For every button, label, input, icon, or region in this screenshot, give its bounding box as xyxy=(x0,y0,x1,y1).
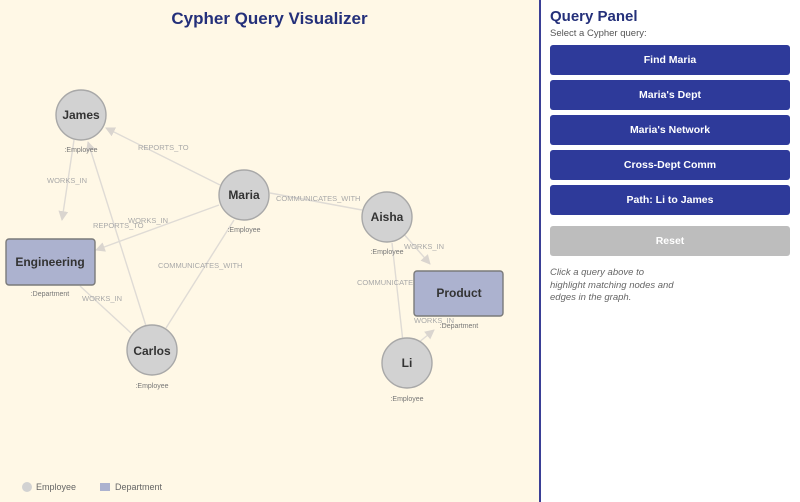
query-button-marias-dept[interactable]: Maria's Dept xyxy=(550,80,790,110)
legend-item-employee: Employee xyxy=(22,482,76,492)
node-label: Maria xyxy=(228,188,260,202)
panel-divider xyxy=(539,0,541,502)
edge-carlos-reports-to-james[interactable] xyxy=(85,141,147,327)
node-label: Aisha xyxy=(371,210,404,224)
edge-li-works-in-product[interactable] xyxy=(417,329,435,344)
edge-label: REPORTS_TO xyxy=(93,221,144,230)
node-label: Carlos xyxy=(133,344,171,358)
reset-button[interactable]: Reset xyxy=(550,226,790,256)
department-square-icon xyxy=(100,483,110,491)
node-type-label: :Employee xyxy=(390,396,423,403)
help-text: Click a query above to highlight matchin… xyxy=(550,267,674,303)
node-label: Li xyxy=(402,356,413,370)
edge-label: WORKS_IN xyxy=(82,294,122,303)
employee-circle-icon xyxy=(22,482,32,492)
node-label: Product xyxy=(436,286,481,300)
legend-label: Employee xyxy=(36,482,77,492)
node-type-label: :Department xyxy=(440,323,479,330)
edge-carlos-works-in-engineering[interactable] xyxy=(79,285,132,334)
edge-label: REPORTS_TO xyxy=(138,143,189,152)
edge-carlos-communicates-with-maria xyxy=(165,219,235,329)
edge-label: WORKS_IN xyxy=(47,176,87,185)
node-type-label: :Department xyxy=(31,291,70,298)
node-carlos[interactable]: Carlos :Employee xyxy=(126,324,178,390)
page-title: Cypher Query Visualizer xyxy=(171,9,368,28)
node-label: Engineering xyxy=(15,255,84,269)
edge-maria-works-in-engineering[interactable] xyxy=(95,204,220,252)
query-panel: Query Panel Select a Cypher query: Find … xyxy=(550,0,790,502)
node-aisha[interactable]: Aisha :Employee xyxy=(361,191,413,256)
edge-james-works-in-engineering[interactable] xyxy=(58,139,75,221)
legend-item-department: Department xyxy=(100,482,162,492)
query-button-find-maria[interactable]: Find Maria xyxy=(550,45,790,75)
node-type-label: :Employee xyxy=(227,227,260,234)
node-james[interactable]: James :Employee xyxy=(55,89,107,154)
edge-maria-reports-to-james[interactable] xyxy=(105,127,221,186)
edge-li-communicates-with-aisha xyxy=(391,242,404,343)
edge-label: WORKS_IN xyxy=(414,316,454,325)
panel-title: Query Panel xyxy=(550,8,638,25)
edge-label: WORKS_IN xyxy=(404,242,444,251)
node-product[interactable]: Product :Department xyxy=(413,270,504,330)
panel-subtitle: Select a Cypher query: xyxy=(550,28,647,39)
legend-label: Department xyxy=(115,482,163,492)
node-label: James xyxy=(62,108,100,122)
node-maria[interactable]: Maria :Employee xyxy=(218,169,270,234)
node-type-label: :Employee xyxy=(64,147,97,154)
edge-maria-communicates-with-aisha xyxy=(269,192,363,211)
query-button-path-li-to-james[interactable]: Path: Li to James xyxy=(550,185,790,215)
graph-svg[interactable]: REPORTS_TO WORKS_IN WORKS_IN REPORTS_TO … xyxy=(0,0,539,502)
graph-canvas[interactable]: Cypher Query Visualizer REPORTS_TO WORKS… xyxy=(0,0,539,502)
query-button-marias-network[interactable]: Maria's Network xyxy=(550,115,790,145)
edge-label: COMMUNICATES_WITH xyxy=(276,194,360,203)
node-type-label: :Employee xyxy=(370,249,403,256)
query-button-cross-dept-comm[interactable]: Cross-Dept Comm xyxy=(550,150,790,180)
node-type-label: :Employee xyxy=(135,383,168,390)
edge-aisha-works-in-product[interactable] xyxy=(401,231,431,265)
edge-label: WORKS_IN xyxy=(128,216,168,225)
edge-label: COMMUNICATES_WITH xyxy=(158,261,242,270)
node-li[interactable]: Li :Employee xyxy=(381,337,433,403)
edge-label: COMMUNICATES_WITH xyxy=(357,278,441,287)
node-engineering[interactable]: Engineering :Department xyxy=(5,238,96,298)
